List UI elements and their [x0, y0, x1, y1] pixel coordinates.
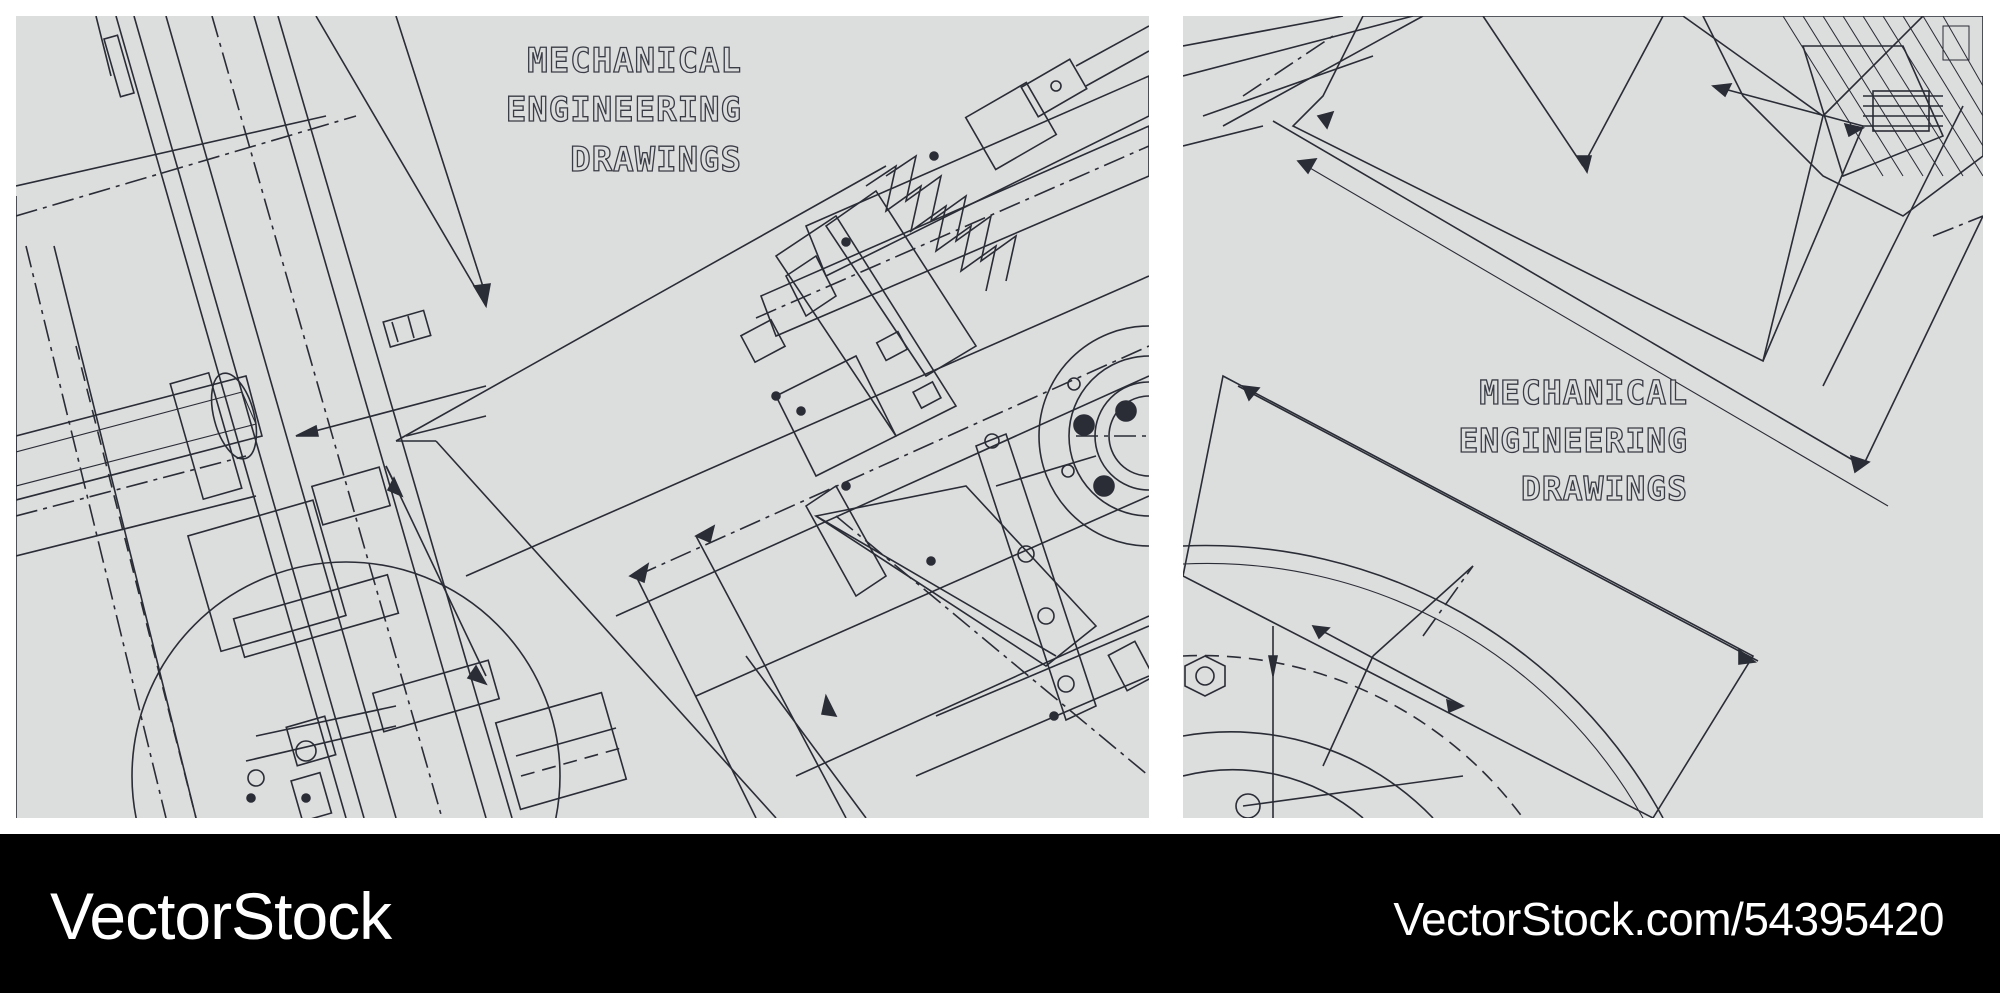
- drawing-title-left: MECHANICAL ENGINEERING DRAWINGS: [505, 37, 742, 185]
- title-line: DRAWINGS: [570, 139, 742, 180]
- title-line: ENGINEERING: [505, 90, 742, 131]
- watermark-footer: VectorStock VectorStock.com/54395420: [0, 834, 2000, 993]
- title-line: MECHANICAL: [1479, 372, 1688, 412]
- brand-logo: VectorStock: [50, 879, 392, 953]
- blueprint-panel-right: MECHANICAL ENGINEERING DRAWINGS: [1183, 16, 1983, 818]
- blueprint-panel-left: MECHANICAL ENGINEERING DRAWINGS: [16, 16, 1149, 818]
- image-id-url: VectorStock.com/54395420: [1393, 893, 1944, 945]
- mechanical-drawing-left: [16, 16, 1149, 818]
- drawing-title-right: MECHANICAL ENGINEERING DRAWINGS: [1458, 369, 1688, 513]
- mechanical-drawing-right: [1183, 16, 1983, 818]
- title-line: MECHANICAL: [527, 40, 742, 81]
- title-line: ENGINEERING: [1458, 420, 1688, 460]
- title-line: DRAWINGS: [1520, 468, 1688, 508]
